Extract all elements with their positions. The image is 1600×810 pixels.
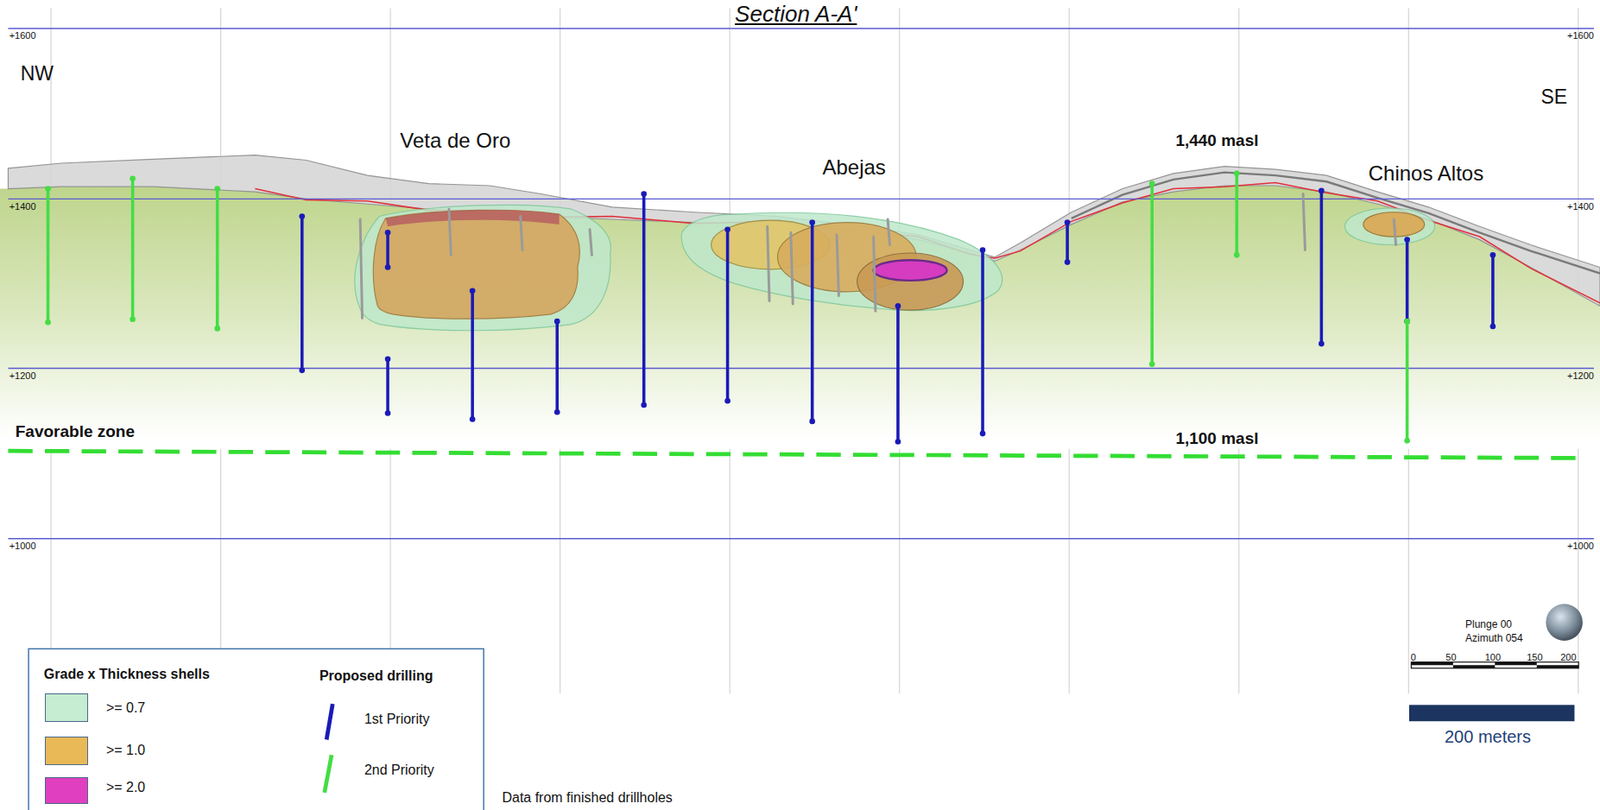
bedrock-ground [0,185,1600,450]
view-note: Plunge 00 [1465,619,1512,632]
elevation-tick: +1600 [9,30,37,42]
scale-number: 150 [1526,651,1543,663]
legend-swatch [44,777,89,804]
grade-shells [354,204,1436,330]
scale-number: 0 [1410,651,1417,663]
elevation-note: 1,100 masl [1175,429,1259,449]
scale-bar [1410,662,1579,669]
deposit-name: Chinos Altos [1368,161,1484,186]
elevation-tick: +1200 [1567,369,1594,381]
elevation-tick: +1400 [1567,200,1594,212]
elevation-tick: +1000 [9,540,37,552]
legend-text: 1st Priority [364,711,431,728]
zone-label: Favorable zone [15,422,135,442]
scale-number: 50 [1445,651,1456,663]
legend-text: >= 1.0 [106,742,146,759]
legend-text: >= 2.0 [106,779,146,796]
scale-label: 200 meters [1444,726,1531,747]
proposed-drillholes [44,170,1496,445]
view-note: Azimuth 054 [1465,632,1524,646]
elevation-note: 1,440 masl [1175,131,1259,151]
legend-heading: Grade x Thickness shells [44,666,210,683]
elevation-lines [7,28,1594,539]
cover-layer [7,155,1600,307]
direction-label: NW [20,62,54,85]
scale-number: 200 [1560,651,1576,663]
direction-label: SE [1540,85,1568,108]
elevation-tick: +1400 [9,200,37,212]
section-title: Section A-A' [734,1,857,28]
scale-number: 100 [1485,651,1501,663]
legend-swatch [44,693,89,722]
legend-box [28,648,484,810]
deposit-name: Abejas [822,155,886,180]
scale-bar-solid [1409,704,1575,721]
note: Data from finished drillholes [501,790,672,806]
favorable-zone-line [7,450,1576,458]
elevation-tick: +1200 [9,369,37,381]
finished-drillholes [360,193,1396,318]
deposit-name: Veta de Oro [399,128,511,153]
legend-text: >= 0.7 [106,700,146,716]
legend-heading: Proposed drilling [319,668,434,684]
elevation-tick: +1600 [1567,30,1594,42]
legend-swatch [44,736,89,766]
legend-text: 2nd Priority [364,762,435,778]
orientation-globe [1545,603,1583,641]
elevation-tick: +1000 [1567,540,1594,552]
